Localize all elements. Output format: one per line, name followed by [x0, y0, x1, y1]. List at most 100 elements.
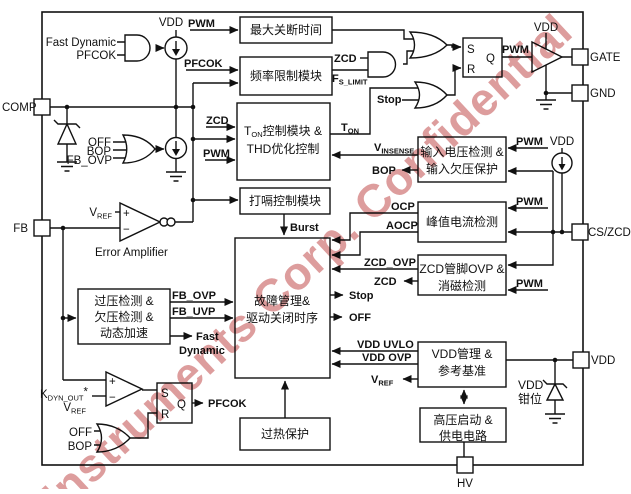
block-otp	[239, 417, 331, 451]
label-vref-out: VREF	[371, 374, 394, 388]
or-gate-stop	[413, 81, 448, 109]
label-vdd-clamp1: VDD	[518, 378, 544, 392]
block-hiccup	[239, 187, 331, 215]
latch2-r: R	[161, 409, 169, 421]
pin-hv	[456, 456, 474, 474]
latch2-q: Q	[177, 399, 186, 411]
label-ocp: OCP	[391, 201, 415, 213]
label-zcd-out: ZCD	[374, 276, 397, 288]
pin-cszcd-label: CS/ZCD	[588, 227, 631, 239]
block-fb-protect-label2: 欠压检测 &	[94, 309, 153, 324]
label-pwm-ton: PWM	[203, 148, 230, 160]
block-fault-label1: 故障管理&	[254, 293, 310, 308]
latch1-s: S	[467, 44, 475, 56]
block-fb-protect-label3: 动态加速	[100, 326, 148, 340]
label-vdd-cs3: VDD	[550, 136, 574, 148]
pin-vdd	[572, 351, 590, 369]
pin-gnd	[571, 84, 589, 102]
label-vdd-driver: VDD	[534, 22, 558, 34]
pin-vdd-label: VDD	[591, 355, 615, 367]
block-vin-sense	[417, 136, 507, 183]
label-vdd-uvlo: VDD UVLO	[357, 339, 414, 351]
block-ton-ctrl	[236, 102, 331, 181]
label-zcd-ovp: ZCD_OVP	[364, 257, 416, 269]
and-gate-fastdyn-pfcok	[124, 34, 151, 62]
block-vin-sense-label2: 输入欠压保护	[426, 161, 498, 176]
cmp-plus: +	[109, 376, 116, 388]
block-zcd-pin-label1: ZCD管脚OVP &	[419, 261, 504, 276]
pin-gate-label: GATE	[590, 52, 621, 64]
current-source-cszcd	[551, 152, 573, 174]
label-fast: Fast	[196, 331, 219, 343]
gm-symbol2	[166, 217, 176, 227]
block-hv-startup-label2: 供电电路	[439, 428, 487, 443]
junction-dots	[60, 90, 565, 363]
label-off3: OFF	[69, 427, 92, 439]
block-ton-ctrl-label1: TON控制模块 &	[244, 124, 322, 139]
label-fbovp1: FB_OVP	[67, 155, 113, 167]
label-fast-dynamic-in: Fast Dynamic	[46, 37, 117, 49]
error-amplifier-triangle	[119, 201, 162, 243]
label-vinsense: VINSENSE	[374, 142, 414, 156]
label-aocp: AOCP	[386, 220, 418, 232]
label-pfcok-out: PFCOK	[208, 398, 247, 410]
block-fb-protect	[77, 288, 171, 345]
label-pwm-zcdpin: PWM	[516, 278, 543, 290]
ea-minus: −	[123, 224, 130, 236]
block-zcd-pin-label2: 消磁检测	[438, 278, 486, 293]
pin-comp-label: COMP	[2, 102, 37, 114]
label-pfcok-in: PFCOK	[76, 50, 116, 62]
current-sink-comp	[164, 136, 188, 160]
block-max-off-time	[239, 16, 333, 44]
block-vdd-mgmt-label1: VDD管理 &	[432, 346, 493, 361]
block-peak-current-label: 峰值电流检测	[426, 214, 498, 229]
label-vref-ea: VREF	[89, 207, 112, 221]
block-hiccup-label: 打嗝控制模块	[249, 194, 321, 208]
sr-latch-pwm	[462, 37, 503, 78]
ea-plus: +	[123, 208, 130, 220]
and-gate-zcd-fslimit	[367, 51, 397, 78]
block-peak-current	[417, 201, 507, 243]
pfcok-comparator-triangle	[105, 370, 144, 408]
pins	[33, 48, 590, 474]
pin-fb	[33, 219, 51, 237]
label-pfcok-freq: PFCOK	[184, 58, 223, 70]
label-stop-out: Stop	[349, 290, 374, 302]
block-vdd-mgmt	[417, 341, 507, 388]
label-ton: TON	[341, 122, 359, 136]
cmp-minus: −	[109, 392, 116, 404]
or-gate-set	[408, 31, 448, 59]
label-fs-limit: FS_LIMIT	[332, 73, 368, 87]
block-vdd-mgmt-label2: 参考基准	[438, 363, 486, 378]
label-bop-out: BOP	[372, 165, 396, 177]
latch1-r: R	[467, 64, 475, 76]
label-vdd-clamp2: 钳位	[518, 391, 542, 406]
block-ton-ctrl-label2: THD优化控制	[247, 142, 320, 156]
block-hv-startup-label1: 高压启动 &	[433, 412, 492, 427]
block-freq-limit-label: 频率限制模块	[250, 68, 322, 83]
label-pwm-peak: PWM	[516, 196, 543, 208]
latch1-q: Q	[486, 53, 495, 65]
label-stop-or: Stop	[377, 94, 402, 106]
label-pwm-vinsense: PWM	[516, 136, 543, 148]
zener-vdd-clamp	[542, 379, 568, 401]
pin-hv-label: HV	[457, 478, 473, 489]
block-otp-label: 过热保护	[261, 427, 309, 441]
ground-symbols	[57, 99, 565, 424]
block-fault-mgmt	[234, 237, 331, 379]
label-kdyn: KDYN_OUT*	[40, 387, 89, 403]
label-bop1: BOP	[87, 146, 112, 158]
current-source-comp-up	[164, 36, 188, 60]
label-pwm-maxoff: PWM	[188, 18, 215, 30]
pin-fb-label: FB	[13, 223, 28, 235]
label-zcd-and: ZCD	[334, 53, 357, 65]
label-error-amplifier: Error Amplifier	[95, 247, 168, 259]
label-vdd-ovp: VDD OVP	[362, 352, 412, 364]
label-bop3: BOP	[68, 441, 93, 453]
block-zcd-pin	[417, 254, 507, 296]
block-hv-startup	[419, 407, 507, 443]
function-blocks	[77, 16, 507, 451]
label-burst: Burst	[290, 222, 319, 234]
block-vin-sense-label1: 输入电压检测 &	[420, 144, 503, 159]
